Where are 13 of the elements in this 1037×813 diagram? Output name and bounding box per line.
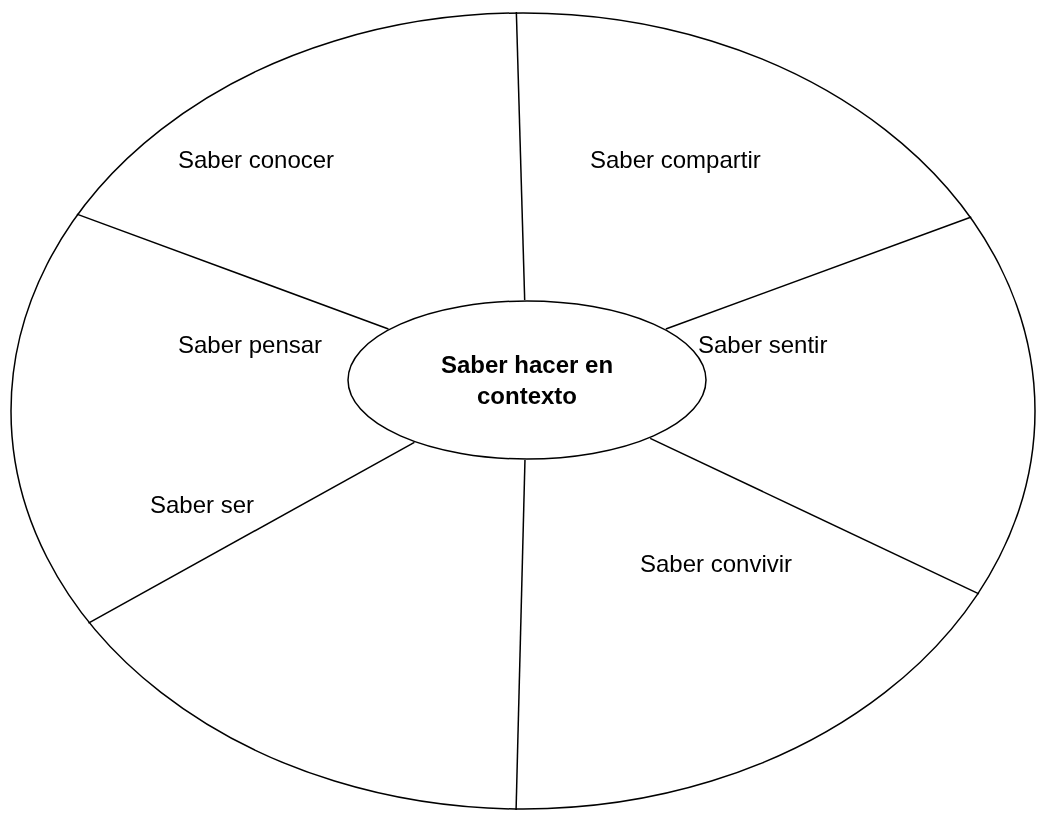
divider-line	[649, 437, 980, 595]
sector-label: Saber pensar	[178, 333, 323, 357]
divider-line	[515, 11, 526, 301]
divider-line	[87, 441, 416, 624]
sector-label: Saber compartir	[590, 148, 761, 172]
sector-label: Saber sentir	[698, 333, 828, 357]
sector-label: Saber convivir	[640, 552, 793, 576]
node-text: Saber hacer en contexto	[439, 349, 615, 411]
divider-line	[76, 213, 390, 330]
sector-label: Saber conocer	[178, 148, 335, 172]
divider-line	[665, 216, 973, 330]
divider-line	[515, 459, 526, 811]
sector-label: Saber ser	[150, 493, 255, 517]
